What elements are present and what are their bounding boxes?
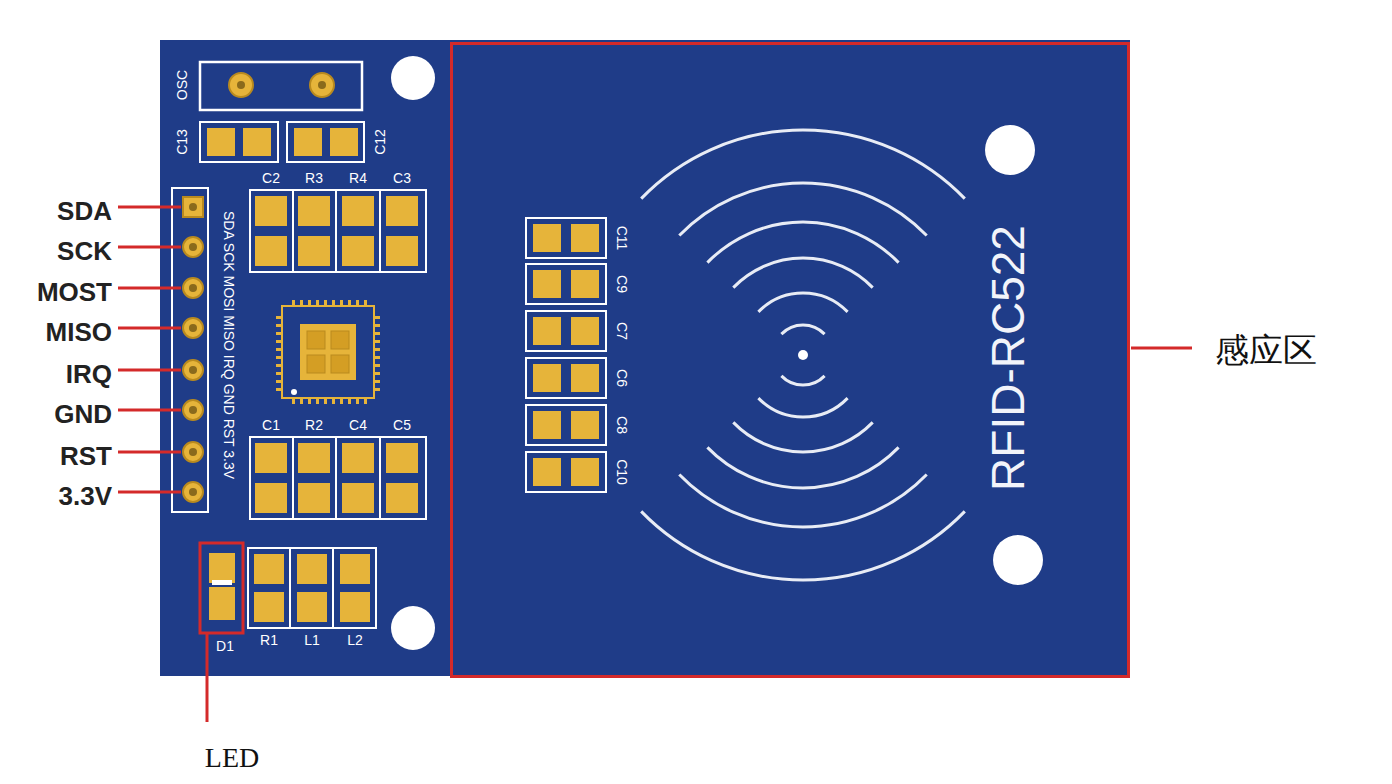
silkscreen-label: C1 [262,418,280,432]
capacitor-pads [200,122,364,162]
silkscreen-label: OSC [175,70,189,100]
pcb-board [160,40,1130,676]
pin-leader-lines [118,207,181,492]
area-label: 感应区 [1215,333,1317,367]
rc522-chip [276,300,380,404]
silkscreen-label: C10 [615,459,629,485]
silkscreen-label: R2 [305,418,323,432]
silkscreen-label: C13 [175,129,189,155]
mounting-holes [391,56,1043,650]
pin-label: MOST [37,279,112,305]
silkscreen-label: L2 [347,633,363,647]
pin-label: MISO [46,319,112,345]
silkscreen-label: C9 [615,275,629,293]
silkscreen-label: C7 [615,322,629,340]
silkscreen-label: D1 [216,639,234,653]
silkscreen-label: C8 [615,416,629,434]
silkscreen-label: C3 [393,171,411,185]
silkscreen-label: C6 [615,369,629,387]
callout-label: LED [205,744,259,772]
silkscreen-label: R1 [260,633,278,647]
component-pads-bottom [209,548,376,628]
module-name: RFID-RC522 [985,225,1031,491]
silkscreen-label: C4 [349,418,367,432]
component-pads-upper [250,190,426,272]
antenna-capacitor-pads [526,218,606,492]
sensing-area-leader [1131,347,1192,350]
sensing-area: RFID-RC522 [450,42,1130,678]
silkscreen-label: R3 [305,171,323,185]
pin-label: GND [54,401,112,427]
wave-center-dot [798,350,808,360]
crystal-oscillator [200,62,362,110]
pin-label: SDA [57,198,112,224]
pin-label: IRQ [66,361,112,387]
silkscreen-label: C12 [373,129,387,155]
silkscreen-label: C5 [393,418,411,432]
silkscreen-label: C11 [615,226,629,251]
rfid-wave-symbol [641,130,965,580]
silkscreen-label: R4 [349,171,367,185]
pin-label: RST [60,443,112,469]
pin-label: SCK [57,238,112,264]
led-leader [200,543,243,722]
silkscreen-label: SDA SCK MOSI MISO IRQ GND RST 3.3V [222,211,236,479]
pin-label: 3.3V [59,483,113,509]
pin-header [172,188,208,512]
silkscreen-label: L1 [304,633,320,647]
silkscreen-label: C2 [262,171,280,185]
component-pads-lower [250,437,426,519]
